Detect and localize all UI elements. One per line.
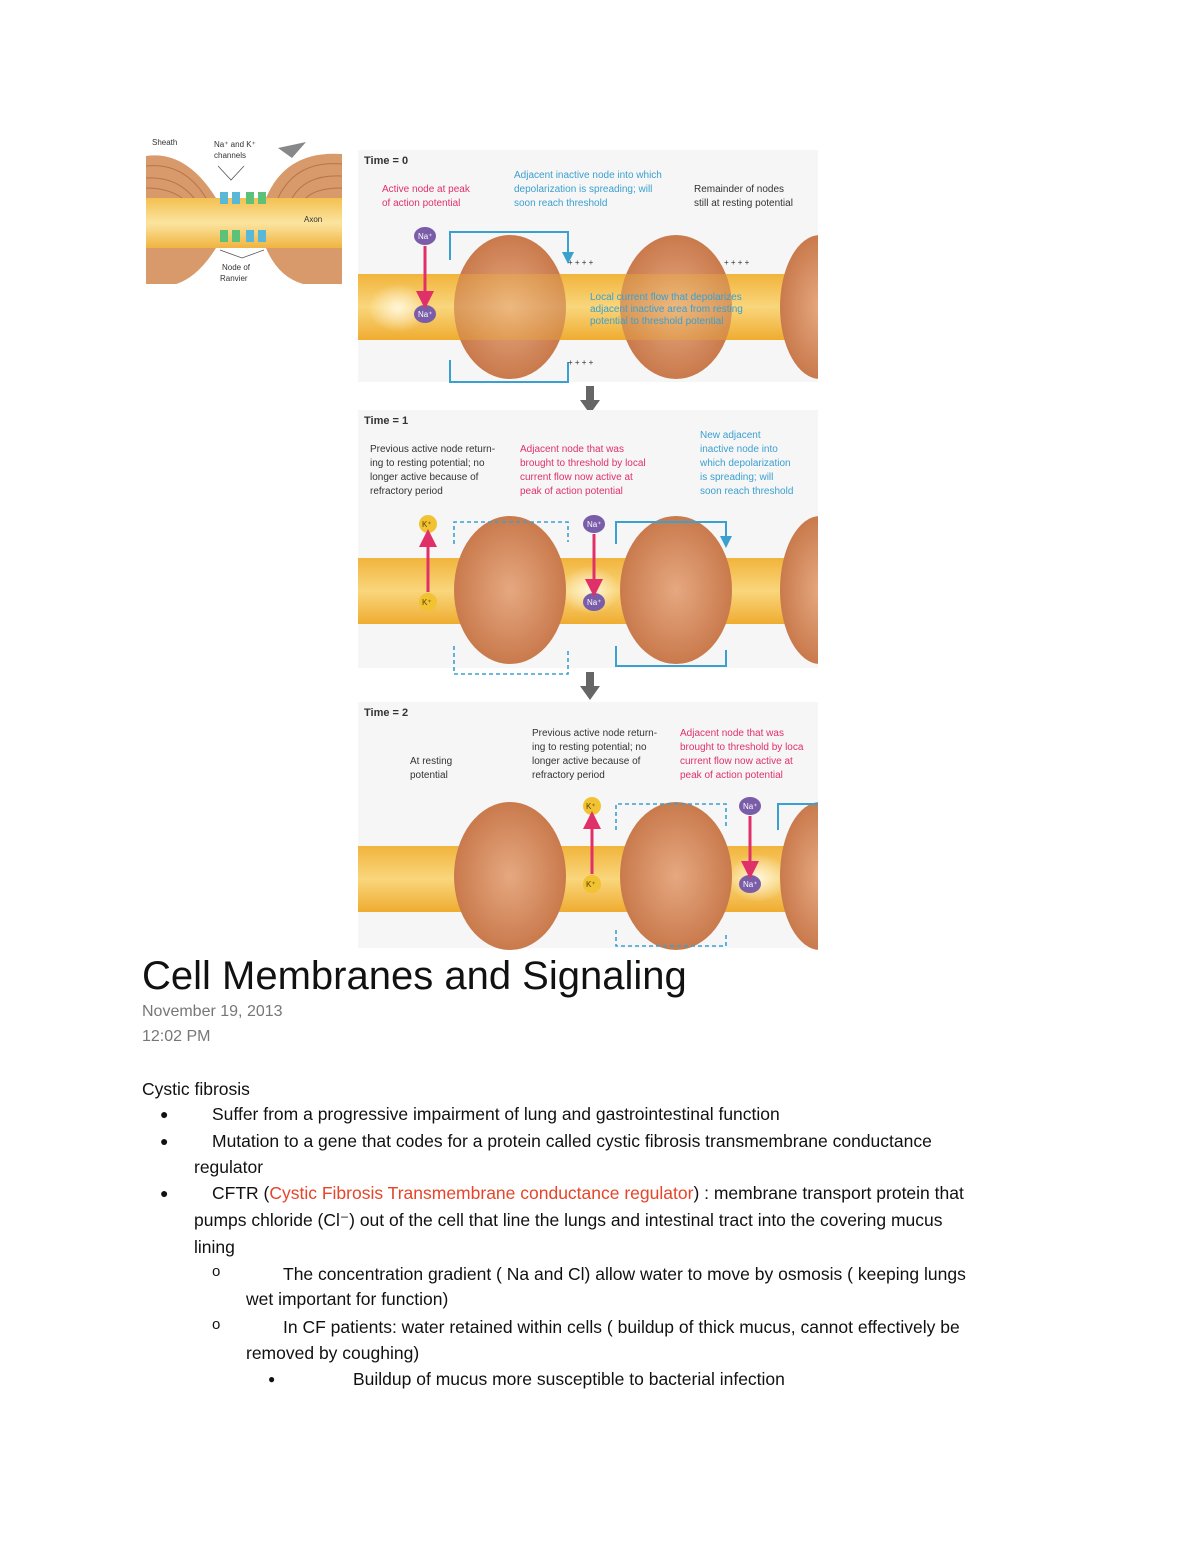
potassium-ion-icon: [583, 797, 601, 815]
ion-label: K⁺: [586, 802, 596, 811]
ion-label: K⁺: [586, 880, 596, 889]
ion-label: Na⁺: [587, 520, 601, 529]
label-line: current flow now active at: [520, 472, 633, 483]
list-item: Mutation to a gene that codes for a prot…: [212, 1131, 932, 1151]
sodium-ion-icon: [739, 797, 761, 815]
sub-list-item: In CF patients: water retained within ce…: [283, 1317, 960, 1337]
charge-marks: + + + +: [724, 258, 750, 267]
channels-label-line1: Na⁺ and K⁺: [214, 140, 256, 149]
charge-marks: + + + +: [568, 258, 594, 267]
adjacent-node-label: Adjacent inactive node into which: [514, 170, 662, 181]
ion-label: Na⁺: [743, 802, 757, 811]
potassium-ion-icon: [419, 515, 437, 533]
label-line: Previous active node return-: [532, 728, 657, 739]
callout-line: Local current flow that depolarizes: [590, 292, 742, 303]
panel-heading: Time = 0: [364, 155, 408, 167]
ion-label: Na⁺: [418, 232, 432, 241]
label-line: At resting: [410, 756, 452, 767]
sodium-ion-icon: [414, 305, 436, 323]
active-node-label: Active node at peak: [382, 184, 471, 195]
note-time: 12:02 PM: [142, 1028, 211, 1045]
label-line: longer active because of: [532, 756, 641, 767]
section-heading: Cystic fibrosis: [142, 1079, 250, 1099]
sodium-ion-icon: [414, 227, 436, 245]
ion-label: Na⁺: [587, 598, 601, 607]
ion-channels: [220, 192, 266, 242]
bullet-icon: ●: [160, 1106, 169, 1122]
ion-label: K⁺: [422, 520, 432, 529]
potassium-ion-icon: [583, 875, 601, 893]
charge-marks: + + + +: [568, 358, 594, 367]
list-item-continuation: pumps chloride (Cl⁻) out of the cell tha…: [194, 1210, 943, 1230]
pointer-arrow-icon: [278, 142, 306, 158]
sub-bullet-icon: o: [212, 1263, 221, 1280]
label-line: peak of action potential: [680, 770, 783, 781]
list-item: Suffer from a progressive impairment of …: [212, 1104, 780, 1124]
down-arrow-icon: [580, 672, 600, 700]
active-node-label-2: of action potential: [382, 198, 460, 209]
list-item-continuation: regulator: [194, 1157, 264, 1177]
sub-sub-bullet-icon: ●: [268, 1372, 276, 1386]
cftr-prefix: CFTR (: [212, 1183, 270, 1203]
page-title: Cell Membranes and Signaling: [142, 954, 687, 998]
sub-sub-list-item: Buildup of mucus more susceptible to bac…: [353, 1369, 785, 1389]
node-label-line1: Node of: [222, 263, 251, 272]
label-line: soon reach threshold: [700, 486, 793, 497]
callout-line: potential to threshold potential: [590, 316, 723, 327]
panel-time-2: Time = 2 At resting potential Previous a…: [358, 702, 818, 950]
label-line: current flow now active at: [680, 756, 793, 767]
saltatory-conduction-figure: Time = 0 Active node at peak of action p…: [358, 150, 818, 950]
label-line: brought to threshold by local: [520, 458, 646, 469]
label-line: longer active because of: [370, 472, 479, 483]
sodium-ion-icon: [583, 515, 605, 533]
label-line: New adjacent: [700, 430, 761, 441]
label-line: Adjacent node that was: [520, 444, 624, 455]
label-line: refractory period: [370, 486, 443, 497]
adjacent-node-label-2: depolarization is spreading; will: [514, 184, 652, 195]
sheath-label: Sheath: [152, 138, 177, 147]
sub-list-item-continuation: removed by coughing): [246, 1343, 420, 1363]
ion-label: Na⁺: [743, 880, 757, 889]
label-line: ing to resting potential; no: [370, 458, 485, 469]
label-line: potential: [410, 770, 448, 781]
ion-label: K⁺: [422, 598, 432, 607]
sub-list-item-continuation: wet important for function): [246, 1289, 449, 1309]
bullet-icon: ●: [160, 1185, 169, 1201]
sodium-ion-icon: [583, 593, 605, 611]
node-of-ranvier-figure: Sheath Na⁺ and K⁺ channels Axon Node of …: [146, 136, 342, 284]
sub-bullet-icon: o: [212, 1316, 221, 1333]
label-line: which depolarization: [699, 458, 791, 469]
cftr-suffix: ) : membrane transport protein that: [693, 1183, 964, 1203]
label-line: inactive node into: [700, 444, 778, 455]
list-item: CFTR (Cystic Fibrosis Transmembrane cond…: [212, 1180, 964, 1206]
label-line: peak of action potential: [520, 486, 623, 497]
sodium-ion-icon: [739, 875, 761, 893]
label-line: Previous active node return-: [370, 444, 495, 455]
axon-label: Axon: [304, 215, 322, 224]
bullet-icon: ●: [160, 1133, 169, 1149]
down-arrow-icon: [580, 386, 600, 414]
cftr-highlight: Cystic Fibrosis Transmembrane conductanc…: [269, 1183, 694, 1203]
label-line: brought to threshold by loca: [680, 742, 804, 753]
channels-label-line2: channels: [214, 151, 246, 160]
panel-heading: Time = 1: [364, 415, 408, 427]
label-line: ing to resting potential; no: [532, 742, 647, 753]
list-item-continuation: lining: [194, 1237, 235, 1257]
sub-list-item: The concentration gradient ( Na and Cl) …: [283, 1264, 966, 1284]
remainder-label-2: still at resting potential: [694, 198, 793, 209]
panel-time-1: Time = 1 Previous active node return- in…: [358, 410, 818, 675]
potassium-ion-icon: [419, 593, 437, 611]
adjacent-node-label-3: soon reach threshold: [514, 198, 607, 209]
note-date: November 19, 2013: [142, 1003, 283, 1020]
panel-time-0: Time = 0 Active node at peak of action p…: [358, 150, 818, 383]
label-line: is spreading; will: [700, 472, 773, 483]
local-current-callout: Local current flow that depolarizes adja…: [590, 292, 743, 327]
ion-label: Na⁺: [418, 310, 432, 319]
label-line: Adjacent node that was: [680, 728, 784, 739]
label-line: refractory period: [532, 770, 605, 781]
callout-line: adjacent inactive area from resting: [590, 304, 743, 315]
panel-heading: Time = 2: [364, 707, 408, 719]
node-label-line2: Ranvier: [220, 274, 248, 283]
remainder-label: Remainder of nodes: [694, 184, 784, 195]
